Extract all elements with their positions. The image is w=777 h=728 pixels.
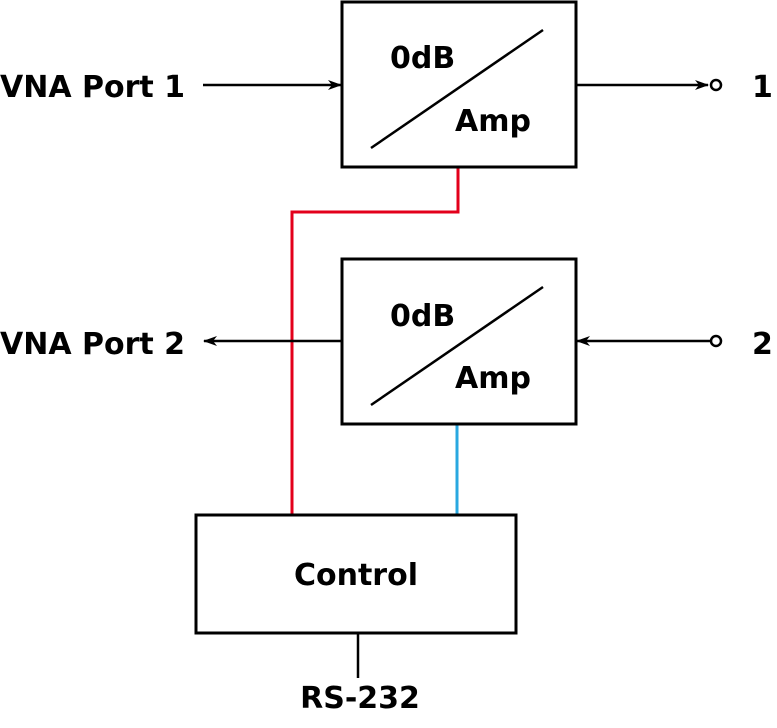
- vna-port-1-label: VNA Port 1: [0, 70, 185, 105]
- amplifier-top-diagonal: [370, 28, 544, 150]
- amplifier-bottom: 0dB Amp: [340, 257, 578, 426]
- control-block: Control RS-232: [194, 513, 518, 716]
- input-2-label: 2: [752, 327, 773, 362]
- amplifier-top-label: Amp: [455, 104, 531, 139]
- amplifier-bottom-box: [340, 257, 578, 426]
- amplifier-top-gain: 0dB: [390, 41, 455, 76]
- amplifier-top-box: [340, 0, 578, 169]
- vna-port-2-label: VNA Port 2: [0, 327, 185, 362]
- control-line-top-amp: [290, 167, 460, 515]
- input-2-terminal-icon: [709, 334, 723, 348]
- output-1-label: 1: [752, 70, 773, 105]
- amplifier-bottom-diagonal: [370, 285, 544, 407]
- rs232-label: RS-232: [300, 681, 420, 716]
- output-1-terminal-icon: [709, 78, 723, 92]
- control-box: [194, 513, 518, 635]
- amplifier-bottom-gain: 0dB: [390, 299, 455, 334]
- control-label: Control: [294, 558, 418, 593]
- amplifier-bottom-label: Amp: [455, 361, 531, 396]
- amplifier-top: 0dB Amp: [340, 0, 578, 169]
